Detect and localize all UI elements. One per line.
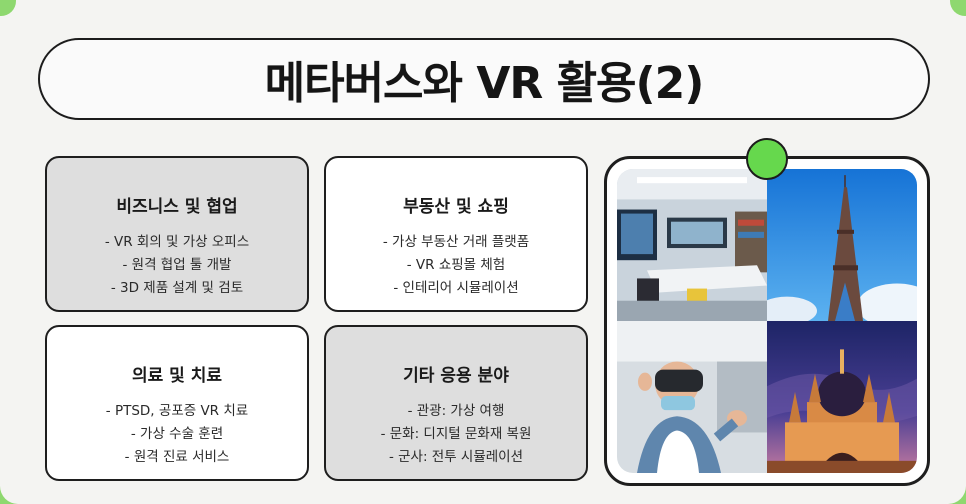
card-list: - PTSD, 공포증 VR 치료 - 가상 수술 훈련 - 원격 진료 서비스 — [106, 400, 248, 469]
card-list: - VR 회의 및 가상 오피스 - 원격 협업 툴 개발 - 3D 제품 설계… — [105, 231, 249, 300]
photo-grid — [617, 169, 917, 473]
list-item: - PTSD, 공포증 VR 치료 — [105, 403, 249, 419]
list-item: - VR 쇼핑몰 체험 — [406, 257, 506, 273]
list-item: - 가상 수술 훈련 — [130, 426, 224, 442]
card-heading: 의료 및 치료 — [131, 366, 223, 386]
card-list: - 가상 부동산 거래 플랫폼 - VR 쇼핑몰 체험 - 인테리어 시뮬레이션 — [383, 231, 529, 300]
list-item: - 3D 제품 설계 및 검토 — [110, 280, 244, 296]
card-realestate-shopping: 부동산 및 쇼핑 - 가상 부동산 거래 플랫폼 - VR 쇼핑몰 체험 - 인… — [324, 156, 588, 312]
list-item: - VR 회의 및 가상 오피스 — [104, 234, 250, 250]
accent-dot — [746, 138, 788, 180]
vr-headset-doctor-photo — [617, 321, 767, 473]
card-medical-treatment: 의료 및 치료 - PTSD, 공포증 VR 치료 - 가상 수술 훈련 - 원… — [45, 325, 309, 481]
corner-decoration — [0, 0, 16, 16]
list-item: - 문화: 디지털 문화재 복원 — [380, 426, 532, 442]
card-heading: 부동산 및 쇼핑 — [403, 197, 509, 217]
card-other-applications: 기타 응용 분야 - 관광: 가상 여행 - 문화: 디지털 문화재 복원 - … — [324, 325, 588, 481]
eiffel-tower-photo — [767, 169, 917, 321]
list-item: - 원격 협업 툴 개발 — [122, 257, 232, 273]
list-item: - 군사: 전투 시뮬레이션 — [388, 449, 524, 465]
list-item: - 가상 부동산 거래 플랫폼 — [382, 234, 530, 250]
card-business-collaboration: 비즈니스 및 협업 - VR 회의 및 가상 오피스 - 원격 협업 툴 개발 … — [45, 156, 309, 312]
list-item: - 관광: 가상 여행 — [407, 403, 505, 419]
list-item: - 인테리어 시뮬레이션 — [393, 280, 519, 296]
slide-title: 메타버스와 VR 활용(2) — [264, 58, 705, 109]
card-list: - 관광: 가상 여행 - 문화: 디지털 문화재 복원 - 군사: 전투 시뮬… — [381, 400, 532, 469]
cathedral-night-photo — [767, 321, 917, 473]
corner-decoration — [950, 0, 966, 16]
title-banner: 메타버스와 VR 활용(2) — [38, 38, 930, 120]
card-heading: 비즈니스 및 협업 — [116, 197, 238, 217]
photo-collage — [604, 156, 930, 486]
virtual-office-photo — [617, 169, 767, 321]
card-heading: 기타 응용 분야 — [403, 366, 509, 386]
list-item: - 원격 진료 서비스 — [124, 449, 230, 465]
